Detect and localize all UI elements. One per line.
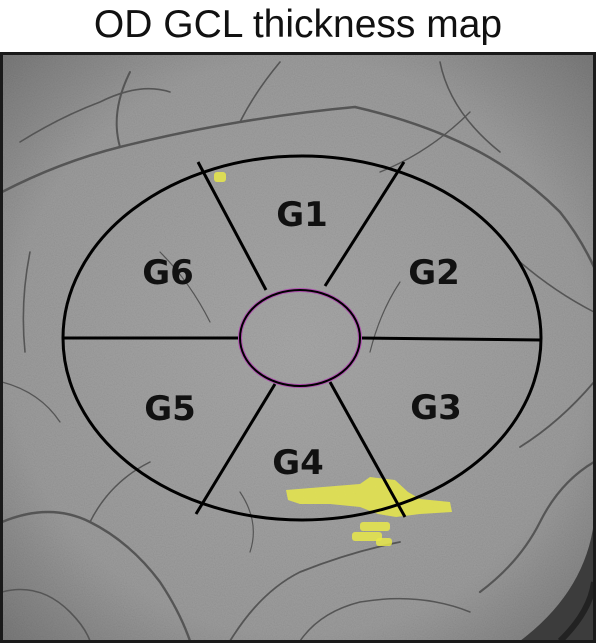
fundus-image [0, 52, 596, 643]
map-title: OD GCL thickness map [93, 3, 503, 46]
sector-label-g2: G2 [408, 253, 460, 293]
highlighted-region [214, 172, 452, 546]
divider-g1-g2 [323, 161, 406, 287]
sector-grid [61, 154, 543, 522]
sector-label-g4: G4 [272, 443, 324, 483]
gcl-thickness-map: G1 G2 G3 G4 G5 G6 [0, 52, 596, 643]
divider-g3-g4 [328, 381, 407, 518]
divider-g1-g6 [196, 161, 268, 291]
sector-label-g3: G3 [410, 388, 462, 428]
sector-label-g6: G6 [142, 253, 194, 293]
sector-label-g1: G1 [276, 195, 328, 235]
sector-label-g5: G5 [144, 389, 196, 429]
retinal-vessels [0, 61, 596, 643]
central-ring [238, 288, 362, 388]
divider-g2-g3 [359, 336, 542, 342]
divider-g4-g5 [194, 383, 277, 515]
